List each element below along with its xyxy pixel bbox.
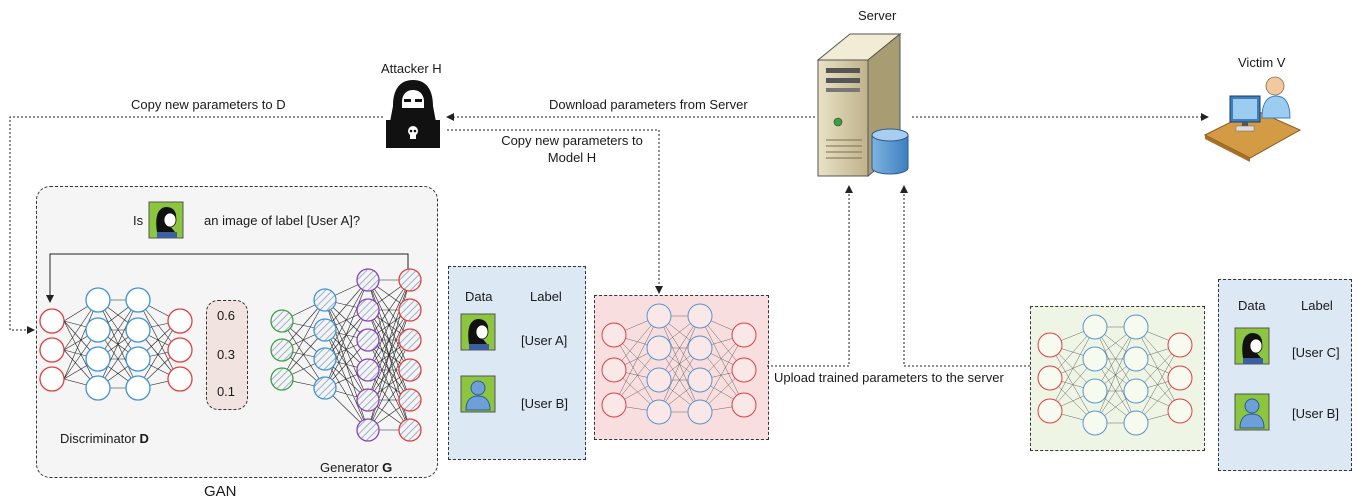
victim-workstation-icon <box>1203 76 1302 162</box>
attacker-row-label: [User A] <box>521 333 568 348</box>
discriminator-network <box>39 287 193 401</box>
attacker-model-network <box>601 303 757 425</box>
person-silhouette-icon <box>470 380 486 396</box>
copy-to-model-h-line2: Model H <box>547 150 597 165</box>
attacker-label: Attacker H <box>381 61 442 76</box>
flow-arrows <box>9 113 1209 367</box>
probability-value: 0.1 <box>216 384 236 399</box>
question-is: Is <box>133 213 144 228</box>
avatar-attacker-user-b <box>460 375 496 413</box>
generator-network <box>270 268 422 442</box>
discriminator-letter: D <box>139 431 149 446</box>
arrow-upload-attacker <box>767 185 853 367</box>
discriminator-text: Discriminator <box>60 431 136 446</box>
avatar-victim-user-c <box>1234 327 1270 365</box>
victim-row-label: [User B] <box>1292 406 1339 421</box>
probability-value: 0.6 <box>216 308 236 323</box>
attacker-label-header: Label <box>530 289 562 304</box>
victim-label: Victim V <box>1238 55 1286 70</box>
attacker-data-header: Data <box>465 289 493 304</box>
arrow-copy-to-model-h <box>447 129 663 294</box>
probability-value: 0.3 <box>216 347 236 362</box>
generator-text: Generator <box>320 460 379 475</box>
discriminator-label: Discriminator D <box>60 431 149 446</box>
attacker-data-box <box>448 266 586 460</box>
generator-label: Generator G <box>320 460 392 475</box>
download-label: Download parameters from Server <box>549 97 748 112</box>
victim-model-network <box>1037 314 1193 436</box>
victim-label-header: Label <box>1301 298 1333 313</box>
copy-to-d-label: Copy new parameters to D <box>131 97 286 112</box>
question-rest: an image of label [User A]? <box>204 213 361 228</box>
victim-data-box <box>1218 279 1352 471</box>
attacker-row-label: [User B] <box>521 396 568 411</box>
avatar-attacker-user-a <box>460 313 496 351</box>
copy-to-model-h-line1: Copy new parameters to <box>501 133 643 148</box>
upload-label: Upload trained parameters to the server <box>774 370 1004 385</box>
avatar-victim-user-b <box>1234 393 1270 431</box>
hacker-icon <box>386 80 440 148</box>
arrow-copy-to-d <box>9 116 383 334</box>
gan-label: GAN <box>204 483 237 500</box>
avatar-question <box>148 201 184 239</box>
copy-to-model-h-label: Copy new parameters to Model H <box>482 132 662 166</box>
server-icon <box>816 32 909 178</box>
server-label: Server <box>858 8 897 23</box>
victim-data-header: Data <box>1238 298 1266 313</box>
probability-box <box>206 300 248 410</box>
victim-row-label: [User C] <box>1292 345 1340 360</box>
gan-feedback-arrow <box>46 253 409 303</box>
arrow-upload-victim <box>900 185 1030 367</box>
generator-letter: G <box>382 460 393 475</box>
